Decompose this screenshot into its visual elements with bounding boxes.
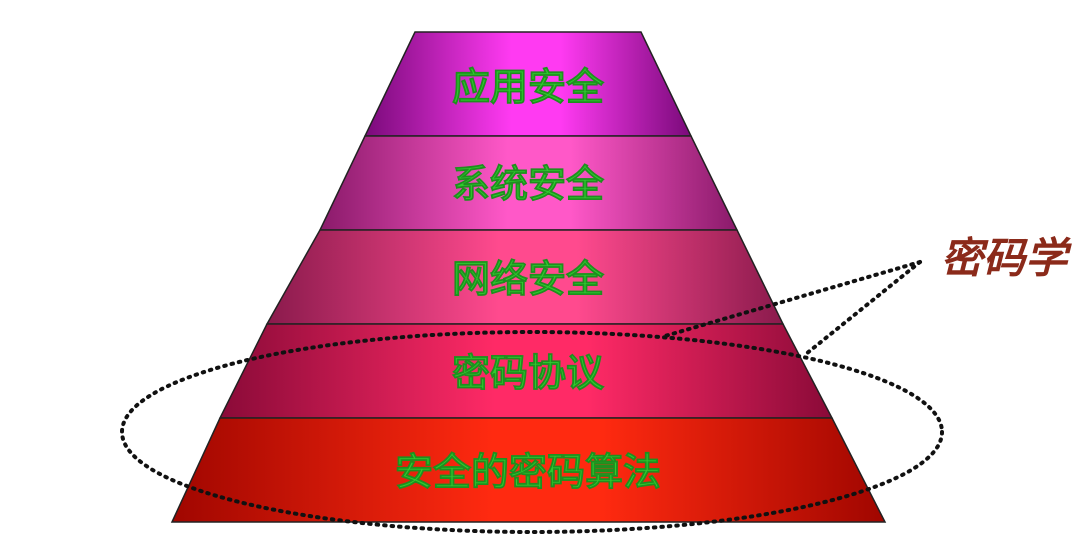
layer-label-system-security: 系统安全 bbox=[452, 162, 605, 206]
callout-pointer-line-right bbox=[804, 260, 922, 356]
callout-label-cryptography: 密码学 bbox=[941, 234, 1072, 283]
layer-network-security: 网络安全 bbox=[265, 229, 785, 325]
layer-application-security: 应用安全 bbox=[363, 31, 693, 137]
layer-crypto-protocols: 密码协议 bbox=[218, 323, 834, 419]
pyramid: 应用安全 系统安全 网络安全 密码协议 安全的密码算法 bbox=[170, 31, 887, 523]
layer-label-network-security: 网络安全 bbox=[452, 257, 605, 301]
crypto-scope-ellipse bbox=[120, 330, 944, 534]
layer-label-secure-crypto-algorithms: 安全的密码算法 bbox=[395, 450, 661, 494]
layer-secure-crypto-algorithms: 安全的密码算法 bbox=[170, 417, 887, 523]
callout-pointer-line-left bbox=[663, 260, 922, 338]
layer-system-security: 系统安全 bbox=[318, 135, 739, 231]
layer-label-crypto-protocols: 密码协议 bbox=[452, 351, 605, 395]
layer-label-application-security: 应用安全 bbox=[452, 65, 605, 109]
